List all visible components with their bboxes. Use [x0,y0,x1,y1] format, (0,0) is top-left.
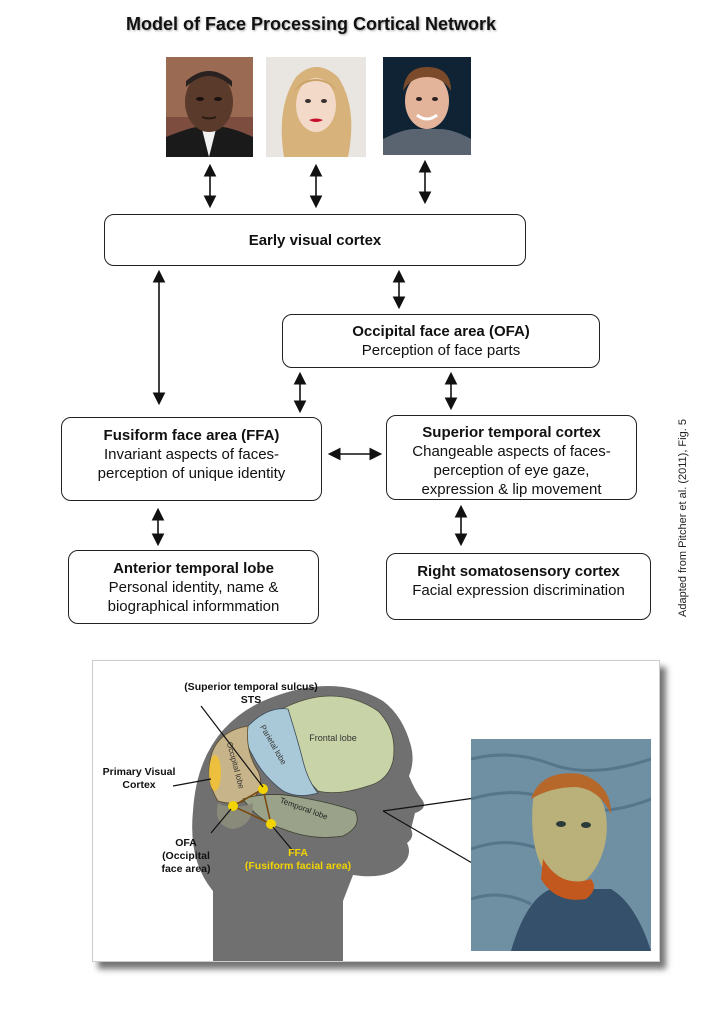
node-title: Right somatosensory cortex [417,563,620,580]
face-photo-2 [266,57,366,157]
label-frontal-lobe: Frontal lobe [309,733,357,743]
node-title: Early visual cortex [248,232,382,249]
node-description: expression & lip movement [421,481,602,498]
brain-illustration: Frontal lobe Parietal lobe Occipital lob… [92,660,660,962]
node-right-somatosensory-cortex: Right somatosensory cortex Facial expres… [386,553,651,620]
node-description: Facial expression discrimination [412,582,625,599]
node-occipital-face-area: Occipital face area (OFA) Perception of … [282,314,600,368]
label-line: Primary Visual [102,766,176,778]
label-primary-visual-cortex: Primary Visual Cortex [93,766,185,792]
node-description: biographical informmation [107,598,280,615]
node-title: Superior temporal cortex [422,424,601,441]
node-description: Personal identity, name & [108,579,279,596]
source-credit: Adapted from Pitcher et al. (2011), Fig.… [677,419,689,617]
label-line: (Fusiform facial area) [244,860,352,872]
node-superior-temporal-cortex: Superior temporal cortex Changeable aspe… [386,415,637,500]
portrait-painting [471,739,651,951]
face-photo-3 [383,57,471,155]
face-photo-1 [166,57,253,157]
label-ofa: OFA (Occipital face area) [148,837,224,876]
node-title: Anterior temporal lobe [113,560,274,577]
label-line: Cortex [122,779,156,791]
label-line: face area) [161,863,211,875]
node-title: Occipital face area (OFA) [352,323,530,340]
label-line: FFA [288,847,308,859]
node-anterior-temporal-lobe: Anterior temporal lobe Personal identity… [68,550,319,624]
label-line: OFA [175,837,197,849]
node-description: perception of unique identity [97,465,286,482]
node-title: Fusiform face area (FFA) [103,427,280,444]
node-early-visual-cortex: Early visual cortex [104,214,526,266]
node-description: Perception of face parts [361,342,521,359]
brain-head-drawing: Frontal lobe Parietal lobe Occipital lob… [172,686,504,961]
page-title: Model of Face Processing Cortical Networ… [125,14,497,34]
node-fusiform-face-area: Fusiform face area (FFA) Invariant aspec… [61,417,322,501]
label-line: (Occipital [162,850,210,862]
node-description: Changeable aspects of faces- [412,443,611,460]
connection-arrows [151,159,468,547]
label-sts: STS [240,694,262,706]
node-description: perception of eye gaze, [433,462,590,479]
label-sts-full: (Superior temporal sulcus) [184,681,318,693]
node-description: Invariant aspects of faces- [103,446,280,463]
label-ffa: FFA (Fusiform facial area) [233,847,363,873]
